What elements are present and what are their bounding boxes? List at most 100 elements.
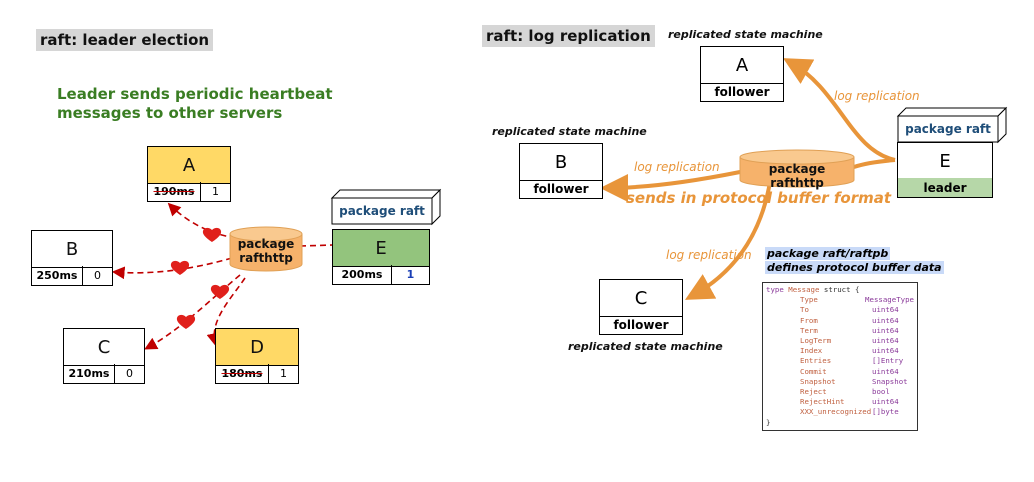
code-field-type: uint64	[872, 346, 899, 356]
replication-arrow-to-a	[783, 58, 896, 162]
code-field-row: Reject bool	[766, 387, 914, 397]
left-package-raft-box	[330, 188, 442, 226]
code-field-row: LogTerm uint64	[766, 336, 914, 346]
code-field-type: MessageType	[865, 295, 914, 305]
heart-icon	[202, 227, 222, 242]
node-b-name: B	[32, 231, 112, 268]
code-field-type: uint64	[872, 315, 899, 325]
code-field-type: uint64	[872, 305, 899, 315]
node-c-term: 0	[126, 367, 133, 380]
left-package-raft-label: package raft	[339, 204, 425, 218]
code-field-row: XXX_unrecognized[]byte	[766, 407, 914, 417]
code-field-row: Entries []Entry	[766, 356, 914, 366]
node-b-timeout: 250ms	[32, 266, 83, 285]
replication-node-c: C follower	[599, 279, 683, 335]
election-node-e-leader: E 200ms 1	[332, 229, 430, 285]
repl-node-c-name: C	[600, 280, 682, 317]
repl-node-c-role: follower	[613, 317, 669, 332]
repl-node-a-role: follower	[714, 84, 770, 99]
code-field-name: Type	[800, 295, 818, 305]
right-rafthttp-cylinder	[739, 149, 855, 188]
election-node-b: B 250ms 0	[31, 230, 113, 286]
heartbeat-line-e	[299, 244, 334, 247]
node-d-term: 1	[280, 367, 287, 380]
code-field-name: Reject	[800, 387, 827, 397]
rsm-label-a: replicated state machine	[668, 28, 823, 41]
code-field-type: uint64	[872, 366, 899, 376]
heartbeat-arrow-to-b	[111, 257, 233, 280]
replication-node-a: A follower	[700, 46, 784, 102]
code-field-name: Index	[800, 346, 823, 356]
right-title: raft: log replication	[482, 25, 655, 47]
replication-arrow-e-to-cyl	[853, 158, 896, 169]
code-field-name: Snapshot	[800, 376, 836, 386]
election-node-a: A 190ms 1	[147, 146, 231, 202]
raftpb-label-line2: defines protocol buffer data	[765, 261, 944, 274]
code-field-name: From	[800, 315, 818, 325]
code-struct-name: Message	[788, 285, 820, 294]
left-subtitle-line1: Leader sends periodic heartbeat	[57, 85, 333, 103]
code-struct-kw: struct {	[823, 285, 860, 294]
code-field-type: []Entry	[872, 356, 904, 366]
code-field-row: Type MessageType	[766, 295, 914, 305]
code-field-row: To uint64	[766, 305, 914, 315]
code-field-type: []byte	[872, 407, 899, 417]
node-d-timeout: 180ms	[216, 364, 269, 383]
right-cylinder-label: package rafthttp	[768, 162, 826, 190]
code-footer: }	[766, 417, 771, 427]
code-field-row: Commit uint64	[766, 367, 914, 377]
code-field-name: To	[800, 305, 809, 315]
replication-arrow-to-b	[600, 170, 741, 202]
heart-icons	[170, 227, 230, 329]
repl-node-b-role: follower	[533, 181, 589, 196]
node-e-term: 1	[406, 268, 415, 281]
log-replication-label-c: log replication	[666, 248, 752, 262]
left-cylinder-label-line1: package	[237, 237, 295, 251]
log-replication-arrows	[600, 58, 896, 300]
code-field-name: Commit	[800, 366, 827, 376]
left-title: raft: leader election	[36, 29, 214, 51]
repl-node-a-name: A	[701, 47, 783, 84]
code-field-type: uint64	[872, 397, 899, 407]
log-replication-label-b: log replication	[634, 160, 720, 174]
code-field-name: LogTerm	[800, 336, 832, 346]
node-d-name: D	[216, 329, 298, 366]
code-field-type: uint64	[872, 336, 899, 346]
code-field-type: bool	[872, 387, 890, 397]
election-node-d: D 180ms 1	[215, 328, 299, 384]
node-b-term: 0	[94, 269, 101, 282]
left-cylinder-label-line2: rafthttp	[239, 251, 293, 265]
heart-icon	[176, 314, 196, 329]
left-rafthttp-cylinder	[229, 226, 303, 272]
code-field-name: Entries	[800, 356, 832, 366]
heartbeat-arrow-to-c	[144, 274, 241, 350]
repl-node-b-name: B	[520, 144, 602, 181]
raftpb-label-line1: package raft/raftpb	[765, 247, 891, 260]
replication-arrow-to-c	[684, 181, 772, 300]
node-e-name: E	[333, 230, 429, 267]
heartbeat-arrow-to-a	[167, 202, 237, 239]
replication-node-b: B follower	[519, 143, 603, 199]
code-field-row: Index uint64	[766, 346, 914, 356]
node-c-name: C	[64, 329, 144, 366]
code-field-name: Term	[800, 325, 818, 335]
node-a-timeout: 190ms	[148, 182, 201, 201]
code-field-name: XXX_unrecognized	[800, 407, 872, 417]
node-a-term: 1	[212, 185, 219, 198]
repl-node-e-role: leader	[898, 178, 992, 197]
code-header: type Message struct {	[766, 285, 914, 295]
rsm-label-c: replicated state machine	[568, 340, 723, 353]
left-subtitle-line2: messages to other servers	[57, 104, 283, 122]
log-replication-label-a: log replication	[834, 89, 920, 103]
node-a-name: A	[148, 147, 230, 184]
node-e-timeout: 200ms	[333, 265, 392, 284]
node-c-timeout: 210ms	[64, 364, 115, 383]
heartbeat-arrows	[111, 202, 334, 350]
election-node-c: C 210ms 0	[63, 328, 145, 384]
code-field-type: Snapshot	[872, 376, 908, 386]
heart-icon	[210, 284, 230, 299]
